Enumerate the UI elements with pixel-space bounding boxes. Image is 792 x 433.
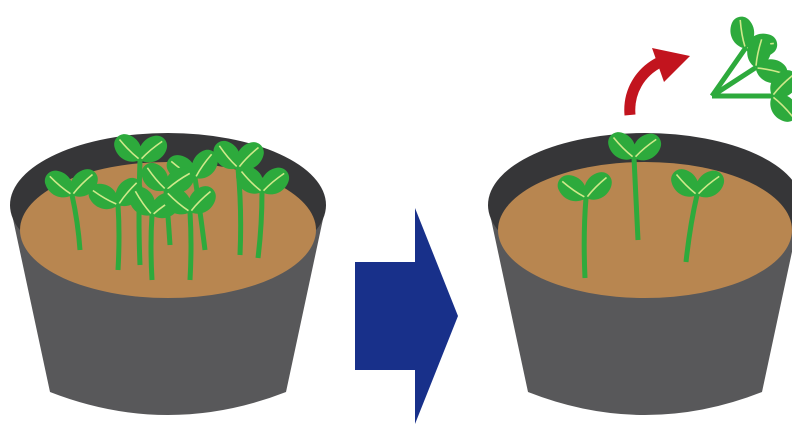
pot-before	[10, 129, 326, 415]
pot-after	[488, 127, 792, 415]
soil	[498, 162, 792, 298]
arrow-right-icon	[355, 208, 458, 424]
pulled-seedling	[712, 65, 792, 127]
curved-arrow-icon	[630, 48, 690, 115]
